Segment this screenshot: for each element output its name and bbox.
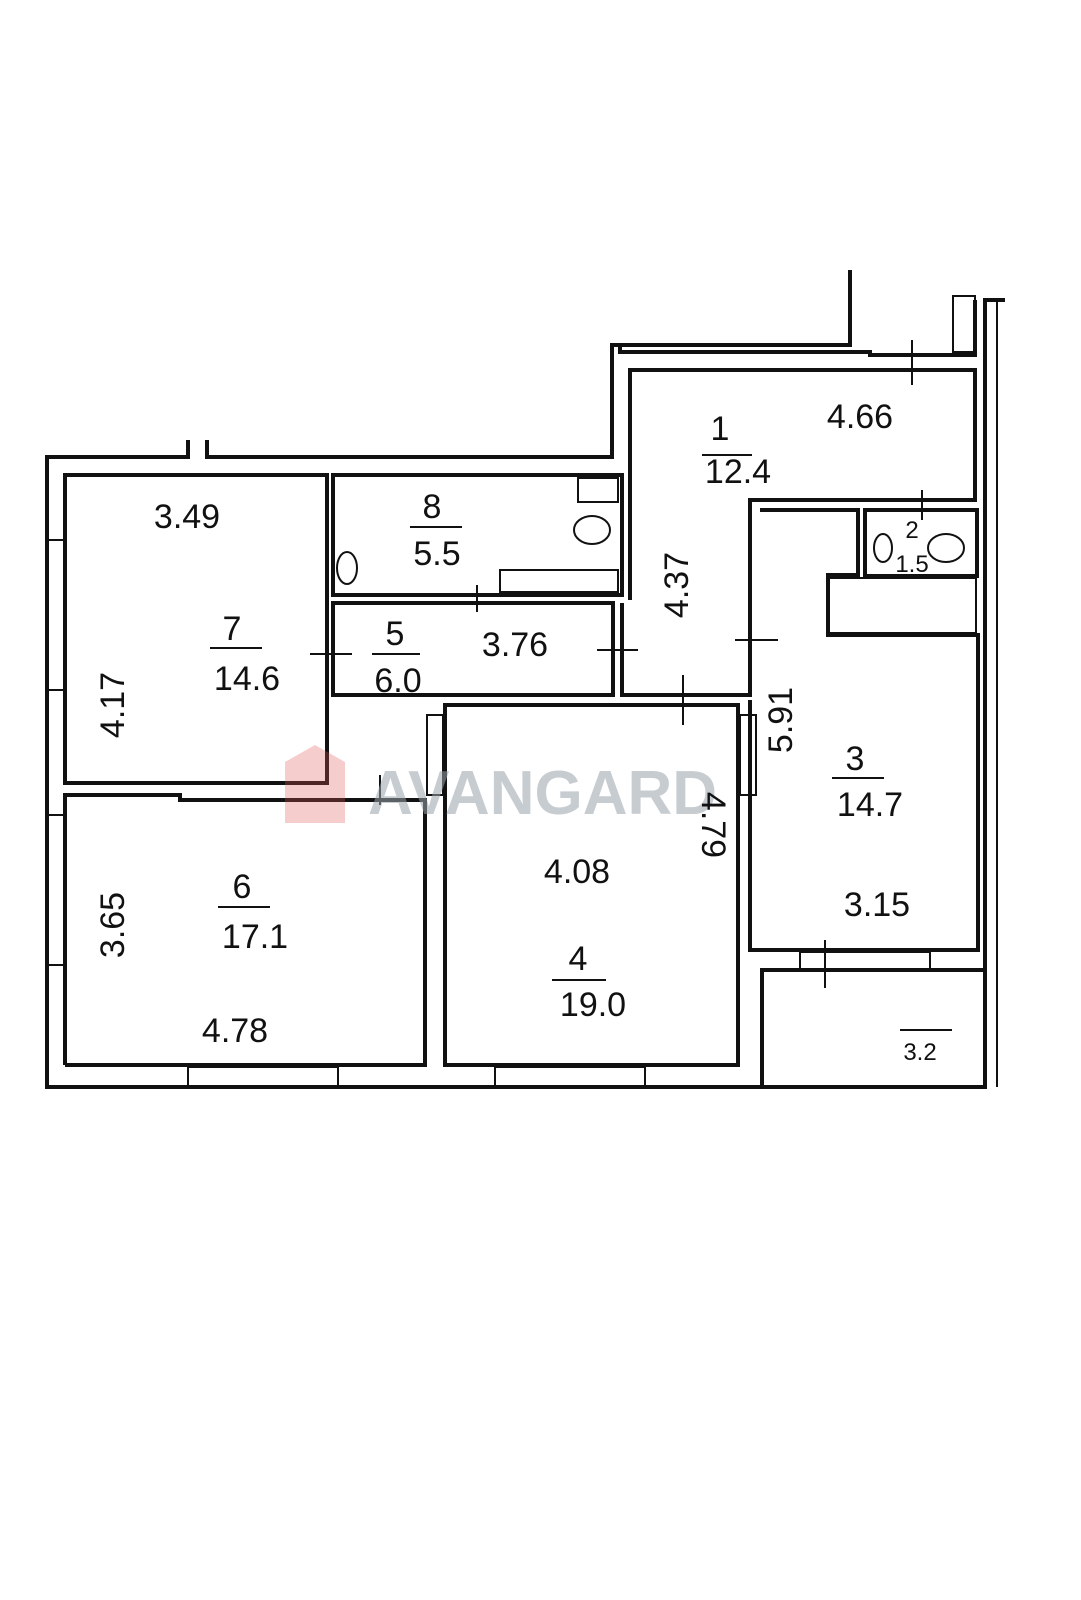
room-7-length: 4.17: [94, 672, 132, 738]
sink-icon: [873, 533, 893, 563]
room-3-area: 14.7: [837, 786, 903, 824]
balcony-outline: [760, 968, 987, 1089]
avangard-logo-icon: [285, 745, 345, 823]
room-1-area: 12.4: [705, 453, 771, 491]
svg-text:AVANGARD: AVANGARD: [368, 759, 717, 828]
sink-icon: [336, 551, 358, 585]
bathtub-icon: [499, 569, 619, 593]
room-5-area: 6.0: [374, 662, 421, 700]
room-6-width: 4.78: [202, 1012, 268, 1050]
room-4-area: 19.0: [560, 986, 626, 1024]
room-7-area: 14.6: [214, 660, 280, 698]
watermark: AVANGARD: [285, 745, 717, 828]
room-3-width: 3.15: [844, 886, 910, 924]
room-2-number: 2: [905, 517, 918, 544]
room-1-outline: [620, 368, 977, 697]
door-marks: [310, 340, 923, 988]
room-7-outline: [63, 473, 329, 785]
room-7-width: 3.49: [154, 498, 220, 536]
room-5-width: 3.76: [482, 626, 548, 664]
room-1-length: 4.37: [658, 552, 696, 618]
room-8-area: 5.5: [413, 535, 460, 573]
kitchen-stove-icon: [827, 577, 977, 634]
room-2-area: 1.5: [895, 551, 928, 578]
interior-walls: [63, 368, 987, 1089]
room-7-number: 7: [223, 610, 242, 648]
room-1-number: 1: [711, 410, 730, 448]
room-4-length: 4.79: [694, 792, 732, 858]
room-5-number: 5: [386, 615, 405, 653]
room-6-number: 6: [233, 868, 252, 906]
room-8-number: 8: [423, 488, 442, 526]
room-4-number: 4: [569, 940, 588, 978]
room-6-outline: [63, 793, 427, 1067]
room-4-outline: [443, 703, 740, 1067]
toilet-icon: [573, 515, 611, 545]
room-3-length: 5.91: [762, 687, 800, 753]
balcony-area: 3.2: [903, 1039, 936, 1066]
toilet-icon: [927, 533, 965, 563]
room-1-width: 4.66: [827, 398, 893, 436]
outer-walls: [45, 270, 1005, 1089]
room-6-area: 17.1: [222, 918, 288, 956]
room-3-number: 3: [846, 740, 865, 778]
room-4-width: 4.08: [544, 853, 610, 891]
fixtures: [336, 477, 965, 593]
room-labels: 3.49 7 14.6 4.17 8 5.5 5 6.0 3.76 1 12.4…: [94, 398, 952, 1066]
room-6-length: 3.65: [94, 892, 132, 958]
